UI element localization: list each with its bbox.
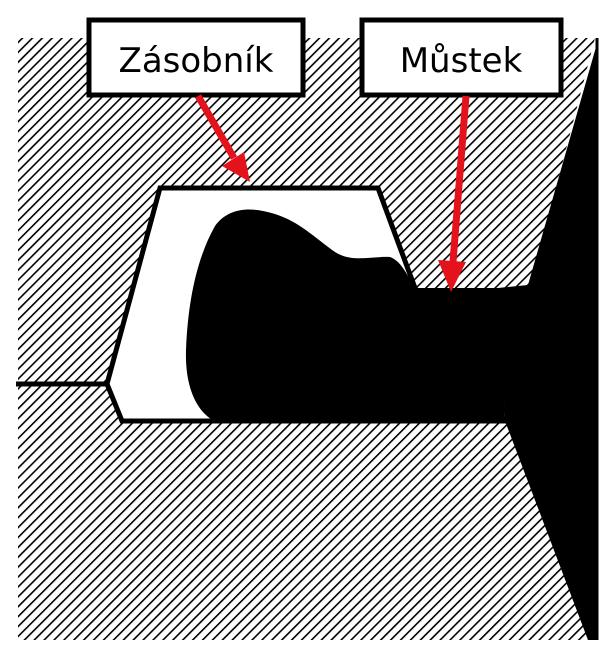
upper-die-hatch — [18, 38, 595, 384]
bridge-label-box — [359, 17, 564, 98]
bridge-label: Můstek — [400, 41, 523, 81]
lower-die-hatch — [18, 384, 590, 640]
reservoir-label-box — [86, 17, 306, 98]
part-body — [498, 40, 598, 640]
flash-material — [185, 209, 505, 421]
reservoir-label: Zásobník — [119, 41, 274, 81]
reservoir-arrow — [194, 94, 250, 182]
bridge-arrow — [438, 95, 470, 292]
